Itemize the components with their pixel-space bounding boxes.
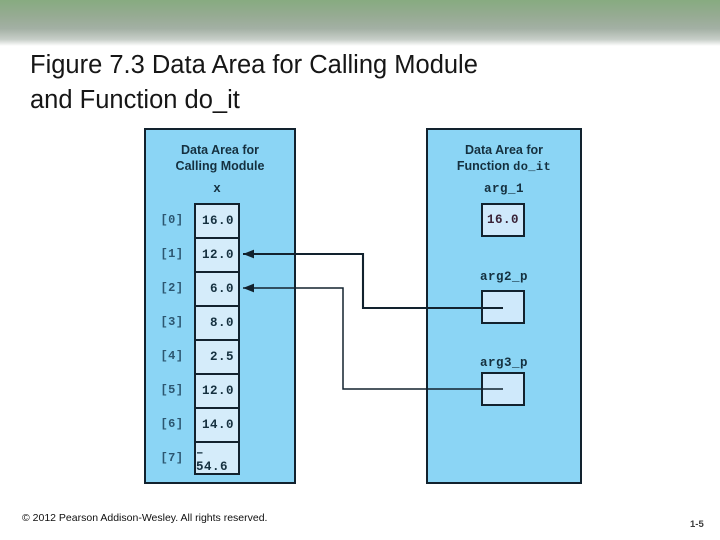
page-title-line-1: Figure 7.3 Data Area for Calling Module [30,51,478,79]
array-index-label: [1] [160,247,184,261]
array-cell: 8.0 [196,307,238,341]
array-cell: –54.6 [196,446,229,474]
array-index-label: [5] [160,383,184,397]
array-index-label: [6] [160,417,184,431]
right-panel-title: Data Area for Function do_it [428,142,580,175]
right-panel-title-function-name: do_it [513,160,552,174]
array-index-label: [3] [160,315,184,329]
array-name-label: x [213,182,221,196]
arg-box-arg2-p [481,290,525,324]
right-panel-title-line-2: Function do_it [428,158,580,175]
right-panel-title-prefix: Function [456,159,514,173]
left-panel-title: Data Area for Calling Module [146,142,294,174]
page-title-line-2: and Function do_it [30,86,240,114]
page-title: Figure 7.3 Data Area for Calling Module … [30,48,650,118]
array-index-label: [0] [160,213,184,227]
left-panel-title-line-1: Data Area for [180,143,260,157]
left-panel-title-line-2: Calling Module [175,159,265,173]
array-index-label: [4] [160,349,184,363]
array-index-label: [2] [160,281,184,295]
array-cell: 12.0 [196,239,238,273]
array-cell: 2.5 [196,341,238,375]
arg-label-arg3-p: arg3_p [479,356,528,370]
array-cell: 6.0 [196,273,238,307]
array-x-box: 16.0 12.0 6.0 8.0 2.5 12.0 14.0 –54.6 [194,203,240,475]
arg-label-arg2-p: arg2_p [479,270,528,284]
right-panel-title-line-1: Data Area for [464,143,544,157]
array-cell: 14.0 [196,409,238,443]
arg-box-arg3-p [481,372,525,406]
footer-copyright: © 2012 Pearson Addison-Wesley. All right… [22,512,268,524]
top-gradient-band [0,0,720,46]
arg-box-arg-1: 16.0 [481,203,525,237]
arg-label-arg-1: arg_1 [483,182,524,196]
array-index-label: [7] [160,451,184,465]
footer-page-number: 1-5 [690,519,704,530]
array-cell: 12.0 [196,375,238,409]
array-cell: 16.0 [196,205,238,239]
